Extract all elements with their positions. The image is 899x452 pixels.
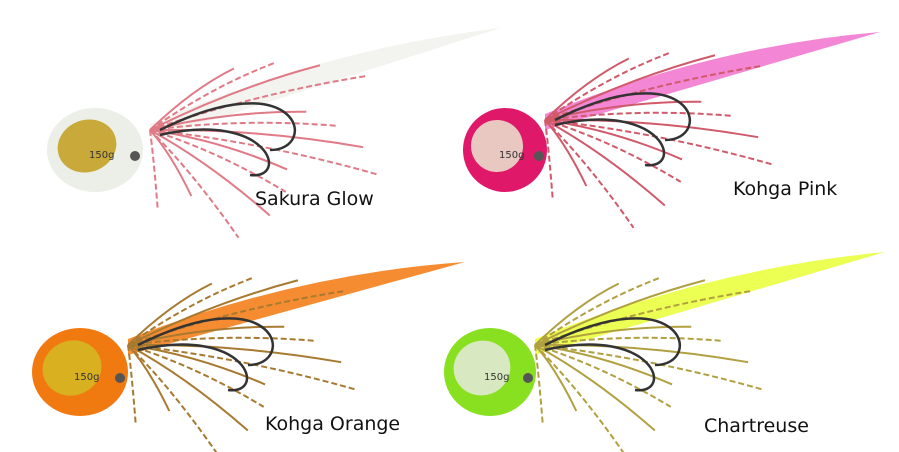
eye-icon [534,151,544,161]
weight-mark: 150g [74,372,99,383]
skirt-strand [149,64,321,131]
skirt-strand [149,129,193,197]
skirt-strand [534,344,544,425]
skirt-strand [127,277,253,346]
hook [159,128,271,177]
skirt-strand [534,344,672,408]
skirt-strand [544,52,670,121]
tail [128,262,465,355]
skirt-strand [127,343,342,364]
skirt-strand [534,336,724,346]
skirt-strand [149,128,364,149]
foil-panel [470,119,524,173]
skirt-strand [127,344,355,391]
hook [137,317,275,367]
skirt-strand [127,344,249,432]
skirt-strand [544,54,716,121]
hook [554,92,692,142]
skirt-strand [534,344,625,452]
skirt-strand [127,336,317,346]
weight-mark: 150g [484,372,509,383]
skirt-strand [149,129,240,239]
skirt-strand [127,344,265,408]
weight-mark: 150g [499,150,524,161]
skirt-strand [127,279,299,346]
weight-mark: 150g [89,150,114,161]
skirt-strand [534,282,620,346]
label-chartreuse: Chartreuse [704,415,809,437]
skirt-strand [149,129,377,176]
hook [554,118,666,167]
skirt-strand [149,62,275,131]
skirt-strand [149,129,159,210]
skirt-strand [534,344,762,391]
hook [137,343,249,392]
skirt-strand [534,277,660,346]
skirt-strand [544,119,683,161]
skirt-strand [544,119,588,187]
skirt-strand [127,344,171,412]
skirt-strand [544,119,772,166]
skirt-strand [544,119,666,207]
eye-icon [130,151,140,161]
foil-panel [57,119,117,173]
hook [544,317,682,367]
skirt-strand [534,344,656,432]
skirt-strand [544,119,682,183]
skirt-strand [149,129,287,193]
label-sakura-glow: Sakura Glow [255,188,374,210]
foil-panel [42,340,102,396]
skirt-strand [127,344,218,452]
eye-icon [115,373,125,383]
skirt-strand [544,118,759,139]
skirt-strand [544,119,554,200]
foil-panel [453,340,511,396]
skirt-strand [149,129,271,217]
skirt-strand [534,279,706,346]
skirt-strand [544,119,635,229]
skirt-strand [149,121,339,131]
skirt-strand [534,344,578,412]
skirt-strand [149,67,235,131]
label-kohga-orange: Kohga Orange [265,413,401,435]
hook [544,343,656,392]
skirt-strand [127,344,266,386]
skirt-strand [127,344,137,425]
eye-icon [523,373,533,383]
label-kohga-pink: Kohga Pink [733,178,838,200]
skirt-strand [149,129,288,171]
skirt-strand [534,343,749,364]
skirt-strand [544,111,734,121]
hook [159,102,297,152]
skirt-strand [127,282,213,346]
skirt-strand [544,57,630,121]
skirt-strand [534,344,673,386]
